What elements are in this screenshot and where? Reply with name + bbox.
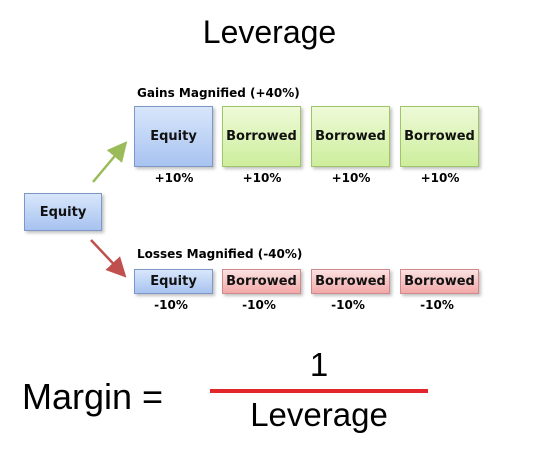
loss-pct-1: -10% xyxy=(154,298,188,312)
losses-label: Losses Magnified (-40%) xyxy=(137,247,303,261)
gain-borrowed-box-1: Borrowed xyxy=(222,106,301,167)
gain-pct-2: +10% xyxy=(242,171,282,185)
loss-borrowed-box-2: Borrowed xyxy=(311,269,390,294)
gain-pct-4: +10% xyxy=(420,171,460,185)
loss-borrowed-box-3: Borrowed xyxy=(400,269,479,294)
gain-borrowed-box-2: Borrowed xyxy=(311,106,390,167)
formula-numerator: 1 xyxy=(309,346,329,383)
diagram-title: Leverage xyxy=(202,14,337,50)
gain-arrow xyxy=(92,141,128,183)
formula-lhs: Margin = xyxy=(22,376,164,417)
loss-pct-2: -10% xyxy=(242,298,276,312)
fraction-bar xyxy=(210,389,428,393)
gain-equity-box: Equity xyxy=(134,106,213,167)
formula-denominator: Leverage xyxy=(250,396,388,433)
gains-label: Gains Magnified (+40%) xyxy=(137,86,300,100)
loss-equity-box: Equity xyxy=(134,269,213,294)
gain-pct-3: +10% xyxy=(331,171,371,185)
gain-borrowed-box-3: Borrowed xyxy=(400,106,479,167)
loss-arrow xyxy=(90,239,127,278)
loss-pct-4: -10% xyxy=(420,298,454,312)
gain-pct-1: +10% xyxy=(154,171,194,185)
loss-pct-3: -10% xyxy=(331,298,365,312)
loss-borrowed-box-1: Borrowed xyxy=(222,269,301,294)
start-equity-box: Equity xyxy=(24,193,102,231)
